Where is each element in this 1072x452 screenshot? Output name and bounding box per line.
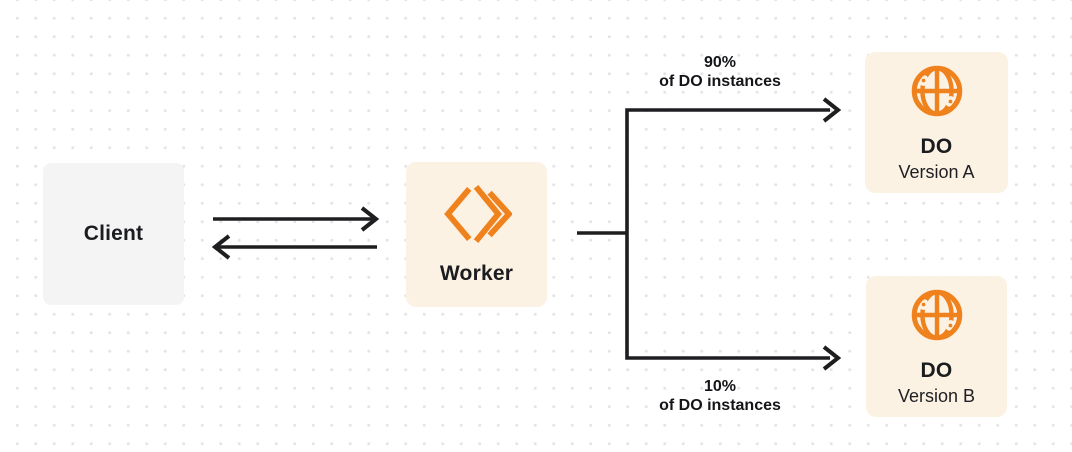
do-a-subtitle: Version A	[898, 162, 975, 183]
bottom-branch-label: 10% of DO instances	[610, 377, 830, 415]
do-b-title: DO	[920, 359, 953, 382]
durable-object-globe-icon	[911, 289, 962, 341]
arrowhead-do-a-icon	[822, 97, 842, 123]
top-branch-percent: 90%	[703, 54, 737, 71]
top-branch-label: 90% of DO instances	[610, 53, 830, 91]
top-branch-caption: of DO instances	[659, 73, 781, 90]
do-a-title: DO	[920, 135, 953, 158]
worker-label: Worker	[439, 262, 514, 285]
do-version-a-node: DO Version A	[865, 52, 1008, 193]
do-version-b-node: DO Version B	[866, 276, 1007, 417]
arrowhead-left-icon	[211, 234, 231, 260]
arrowhead-do-b-icon	[822, 345, 842, 371]
worker-node: Worker	[406, 162, 547, 307]
arrowhead-right-icon	[360, 206, 380, 232]
bottom-branch-percent: 10%	[703, 378, 737, 395]
do-b-subtitle: Version B	[897, 386, 976, 407]
workers-chevron-logo-icon	[443, 185, 512, 243]
durable-object-globe-icon	[911, 65, 962, 117]
split-bracket	[625, 108, 830, 360]
client-node: Client	[43, 163, 184, 305]
client-label: Client	[83, 222, 144, 245]
bottom-branch-caption: of DO instances	[659, 397, 781, 414]
